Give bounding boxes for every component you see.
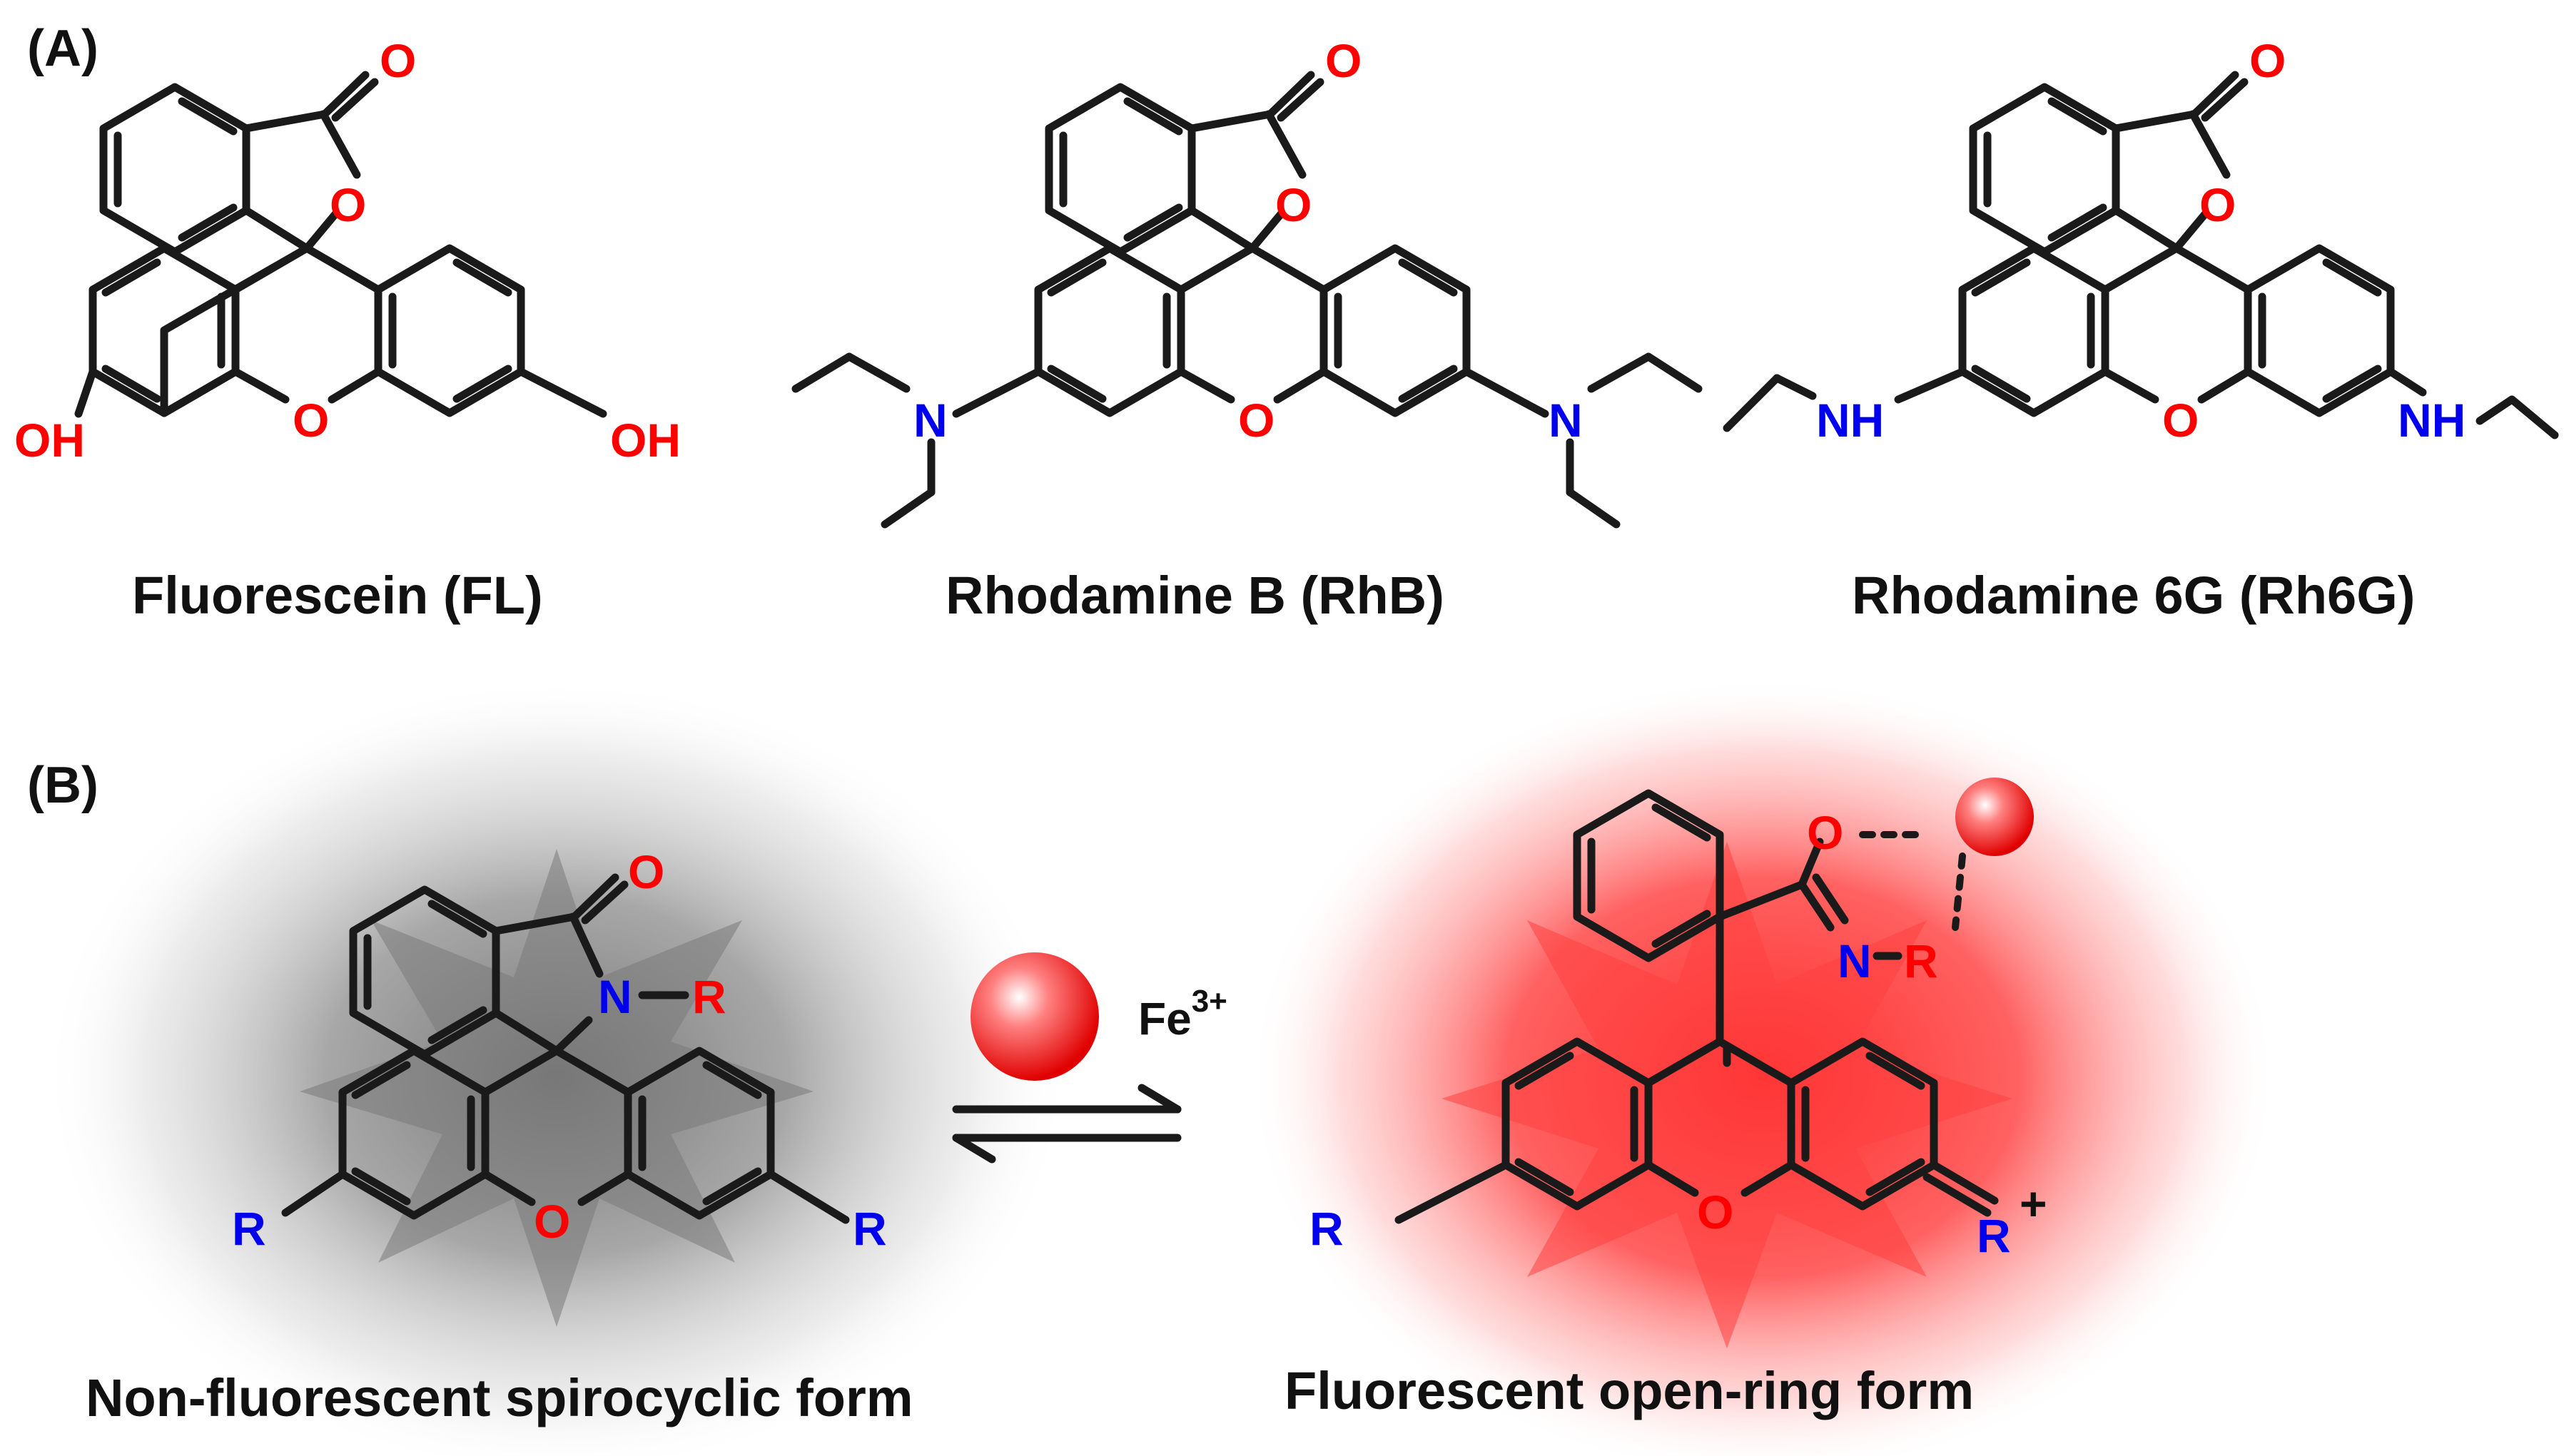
oxygen-label: O <box>1807 806 1843 859</box>
oxygen-label: O <box>2162 394 2199 447</box>
caption-open-ring-form: Fluorescent open-ring form <box>1284 1361 1974 1420</box>
oxygen-label: O <box>380 34 416 87</box>
oxygen-label: O <box>330 178 366 231</box>
oxygen-label: O <box>2199 178 2236 231</box>
equilibrium-arrows <box>952 1084 1182 1164</box>
fluorescent-star <box>1441 842 2012 1348</box>
caption-rhodamine-b: Rhodamine B (RhB) <box>946 566 1444 625</box>
amine-label: NH <box>2398 394 2466 447</box>
rhodamine-b-structure: O O O N N <box>791 34 1703 529</box>
r-group-label: R <box>1904 935 1938 987</box>
bound-iron-sphere <box>1955 778 2034 856</box>
iron-ion-sphere <box>971 952 1099 1081</box>
r-group-label: R <box>1977 1209 2011 1262</box>
caption-fluorescein: Fluorescein (FL) <box>132 566 543 625</box>
open-ring-form-structure: O N R O R R + <box>1309 778 2047 1262</box>
oxygen-label: O <box>1238 394 1275 447</box>
r-group-label: R <box>692 970 726 1023</box>
caption-rhodamine-6g: Rhodamine 6G (Rh6G) <box>1852 566 2415 625</box>
nitrogen-label: N <box>913 394 948 447</box>
panel-label-a: (A) <box>27 20 98 77</box>
r-group-label: R <box>232 1202 266 1255</box>
positive-charge: + <box>2020 1177 2047 1230</box>
spirocyclic-form-structure: O N R O R R <box>232 845 887 1255</box>
hydroxyl-label: OH <box>14 414 85 467</box>
oxygen-label: O <box>1325 34 1362 87</box>
r-group-label: R <box>853 1202 887 1255</box>
rhodamine-6g-structure: O O O NH NH <box>1723 34 2559 447</box>
nitrogen-label: N <box>598 970 632 1023</box>
nitrogen-label: N <box>1549 394 1583 447</box>
caption-spirocyclic-form: Non-fluorescent spirocyclic form <box>86 1368 913 1427</box>
panel-label-b: (B) <box>27 757 98 814</box>
oxygen-label: O <box>2249 34 2286 87</box>
hydroxyl-label: OH <box>610 414 681 467</box>
oxygen-label: O <box>628 845 664 898</box>
oxygen-label: O <box>534 1195 570 1248</box>
fluorescein-structure: O O O OH OH <box>14 34 681 467</box>
oxygen-label: O <box>1697 1186 1733 1238</box>
nitrogen-label: N <box>1838 935 1872 987</box>
r-group-label: R <box>1309 1202 1344 1255</box>
oxygen-label: O <box>293 394 329 447</box>
oxygen-label: O <box>1275 178 1312 231</box>
reagent-charge: 3+ <box>1192 984 1227 1019</box>
amine-label: NH <box>1816 394 1884 447</box>
reagent-label: Fe3+ <box>1138 984 1227 1044</box>
